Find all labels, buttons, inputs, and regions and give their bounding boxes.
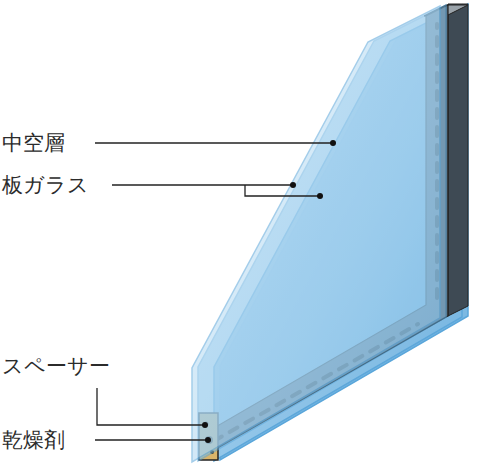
leader-dot	[205, 437, 211, 443]
leader-line	[97, 388, 205, 425]
leader-line	[95, 142, 333, 143]
leader-bracket	[245, 185, 320, 196]
leader-dot	[290, 182, 296, 188]
part-label: スペーサー	[2, 354, 110, 378]
leader-dot	[330, 140, 336, 146]
leader-dot	[202, 422, 208, 428]
leader-lines	[95, 143, 333, 440]
part-label: 乾燥剤	[2, 428, 65, 452]
front-pane	[192, 6, 440, 462]
part-label: 板ガラス	[2, 173, 89, 197]
spacer-side	[448, 4, 468, 316]
leader-line	[95, 439, 208, 440]
part-label: 中空層	[2, 131, 65, 155]
leader-line	[112, 184, 293, 185]
leader-dot	[317, 193, 323, 199]
